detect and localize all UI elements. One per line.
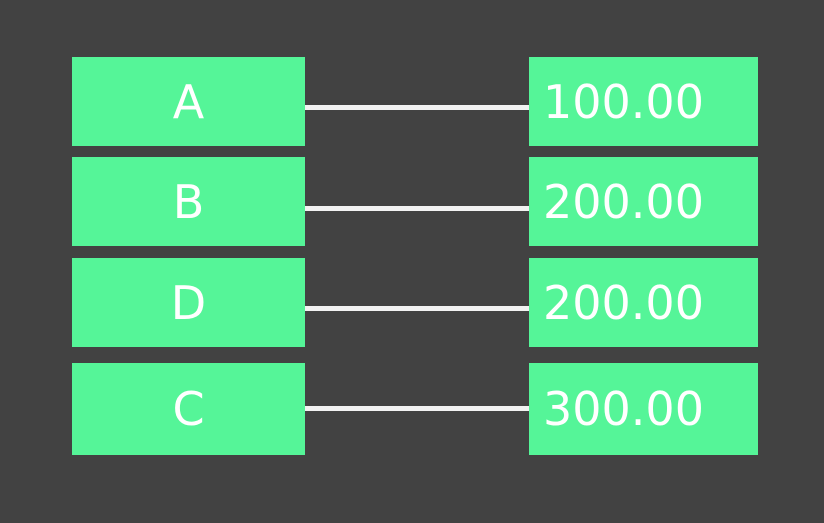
sankey-source-node[interactable]: D <box>72 258 305 347</box>
sankey-source-node-label: D <box>170 275 207 330</box>
sankey-source-node[interactable]: C <box>72 363 305 455</box>
sankey-link <box>305 406 529 411</box>
sankey-source-node-label: B <box>172 174 205 229</box>
sankey-target-node[interactable]: 300.00 <box>529 363 758 455</box>
sankey-target-node-label: 200.00 <box>543 275 704 330</box>
sankey-source-node[interactable]: B <box>72 157 305 246</box>
sankey-source-node-label: A <box>172 74 205 129</box>
sankey-link <box>305 306 529 311</box>
sankey-source-node-label: C <box>172 382 205 436</box>
sankey-target-node[interactable]: 100.00 <box>529 57 758 146</box>
sankey-link <box>305 105 529 110</box>
sankey-target-node-label: 100.00 <box>543 74 704 129</box>
sankey-target-node-label: 300.00 <box>543 382 704 436</box>
sankey-target-node[interactable]: 200.00 <box>529 258 758 347</box>
sankey-target-node-label: 200.00 <box>543 174 704 229</box>
sankey-target-node[interactable]: 200.00 <box>529 157 758 246</box>
sankey-source-node[interactable]: A <box>72 57 305 146</box>
sankey-link <box>305 206 529 211</box>
